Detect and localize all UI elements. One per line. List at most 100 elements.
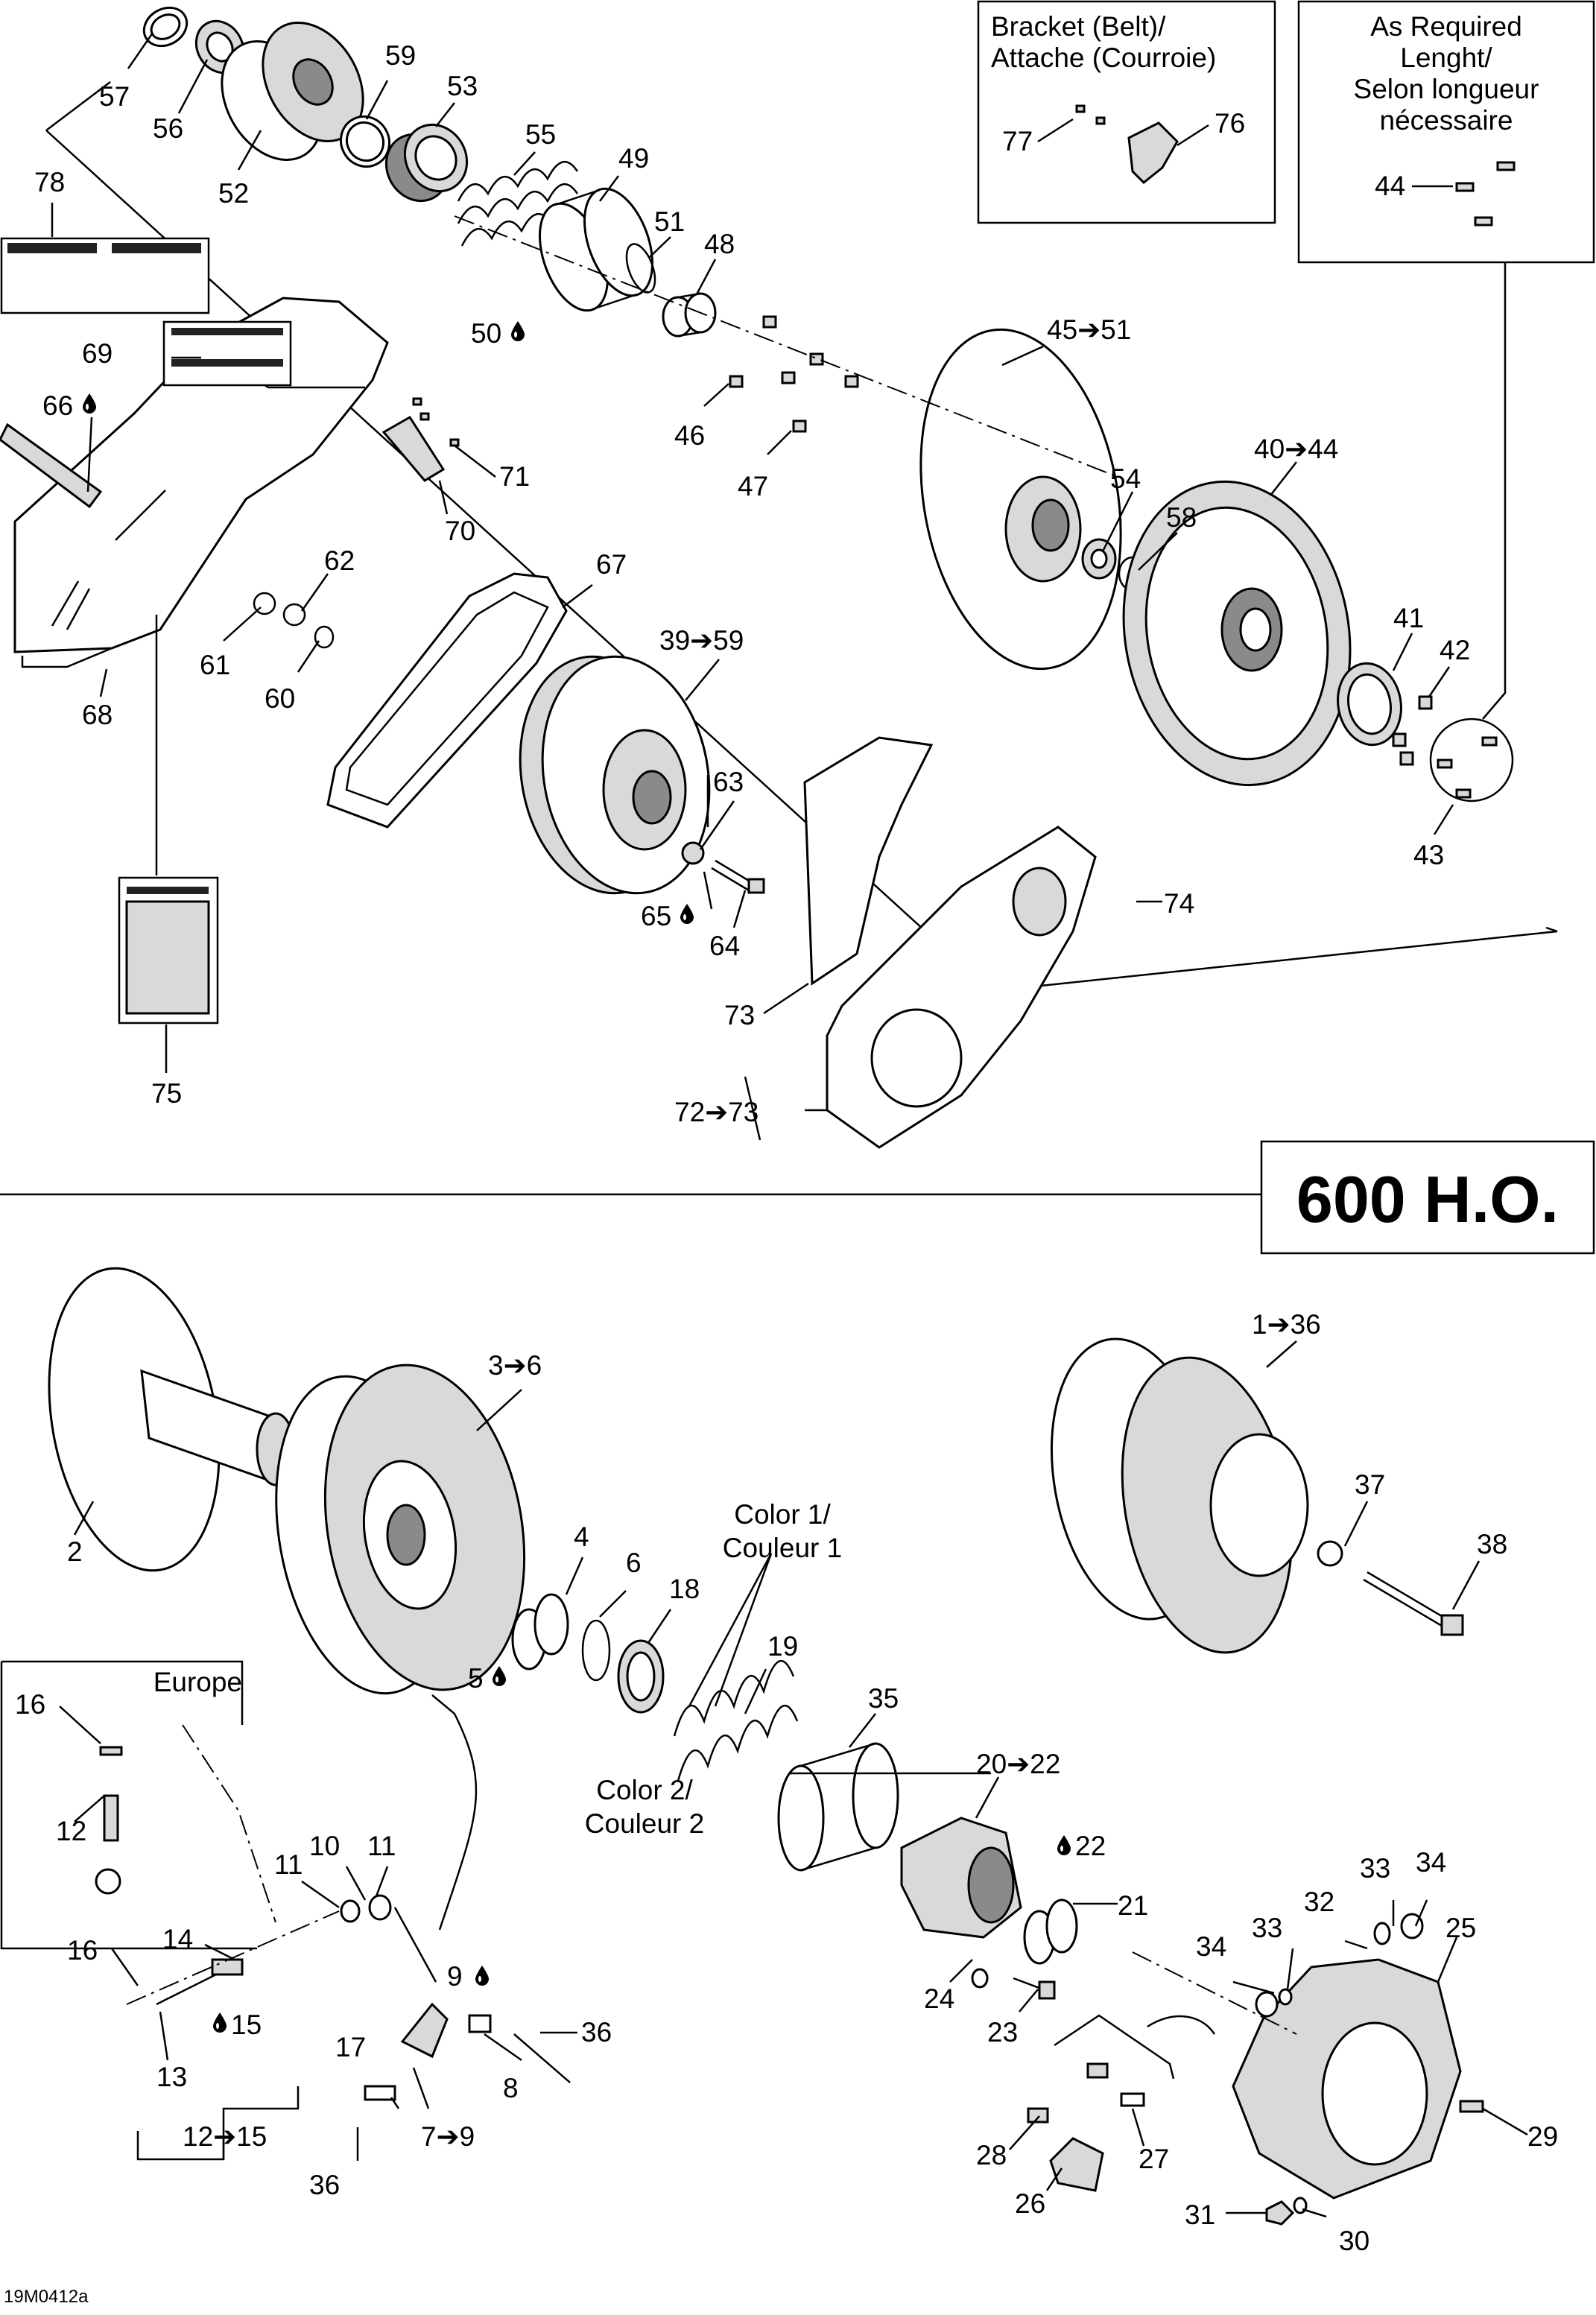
callout-41: 41 — [1393, 603, 1424, 633]
washers-60-62 — [253, 592, 335, 649]
governor-cup-25 — [1232, 1958, 1462, 2200]
callout-8: 8 — [503, 2073, 519, 2103]
leader-lines — [59, 32, 1528, 2218]
callout-77: 77 — [1002, 126, 1033, 156]
callout-75: 75 — [151, 1078, 182, 1109]
oil-drop-icon — [83, 393, 96, 414]
callout-50: 50 — [471, 318, 501, 349]
callout-52: 52 — [218, 178, 249, 209]
callout-38: 38 — [1477, 1529, 1507, 1559]
callout-73: 73 — [724, 1000, 755, 1030]
callout-60: 60 — [265, 683, 295, 714]
europe-box: Europe — [0, 1660, 257, 1950]
decal-69 — [162, 320, 292, 387]
callout-22: 22 — [1075, 1831, 1106, 1861]
as-required-box: As Required Lenght/ Selon longueur néces… — [1297, 0, 1595, 720]
color1-line-1: Color 1/ — [734, 1499, 831, 1530]
callout-61: 61 — [200, 650, 230, 680]
callout-10: 10 — [309, 1831, 340, 1861]
sleeve-35 — [777, 1742, 899, 1872]
callout-16-europe: 16 — [15, 1689, 45, 1720]
pulley-guard-72 — [803, 736, 1097, 1149]
callout-74: 74 — [1164, 888, 1194, 919]
callout-63: 63 — [713, 767, 744, 797]
screws-46-47 — [729, 315, 859, 433]
callout-17: 17 — [335, 2032, 366, 2062]
europe-box-title: Europe — [153, 1667, 242, 1697]
callout-7-9: 7➔9 — [421, 2121, 475, 2152]
callout-25: 25 — [1445, 1913, 1476, 1943]
nut-bolt-29-31 — [1265, 2100, 1484, 2226]
callout-78: 78 — [34, 167, 65, 197]
circlip-51 — [625, 243, 656, 294]
callout-69: 69 — [82, 338, 113, 369]
callout-21: 21 — [1118, 1890, 1148, 1921]
callout-70: 70 — [445, 516, 475, 546]
callout-15: 15 — [231, 2010, 262, 2040]
shaft-66 — [0, 422, 103, 509]
callout-30: 30 — [1339, 2226, 1369, 2256]
callout-13: 13 — [156, 2062, 187, 2092]
washers-32-34 — [1255, 1913, 1424, 2018]
as-required-line-3: Selon longueur — [1354, 74, 1539, 104]
fixed-sheave-45 — [919, 328, 1122, 671]
callout-32: 32 — [1304, 1887, 1334, 1917]
bushing-48 — [662, 292, 717, 338]
callout-23: 23 — [987, 2017, 1018, 2048]
washer-54 — [1081, 538, 1117, 580]
roller-parts-10-17 — [95, 1746, 392, 2006]
callout-16: 16 — [67, 1935, 98, 1966]
callout-46: 46 — [674, 420, 705, 451]
bushing-21 — [1023, 1898, 1078, 1965]
callout-64: 64 — [709, 931, 740, 961]
spring-55 — [457, 160, 579, 247]
callout-33: 33 — [1252, 1913, 1282, 1943]
callout-59: 59 — [385, 40, 416, 71]
callout-65: 65 — [641, 901, 671, 931]
small-bolts-71 — [412, 397, 460, 447]
callout-62: 62 — [324, 545, 355, 576]
callout-72-73: 72➔73 — [674, 1097, 759, 1127]
oil-drop-icon — [511, 321, 525, 341]
callout-57: 57 — [99, 81, 130, 112]
callout-36-left: 36 — [309, 2170, 340, 2200]
callout-20-22: 20➔22 — [976, 1749, 1060, 1779]
callout-55: 55 — [525, 119, 556, 150]
bracket-belt-box: Bracket (Belt)/ Attache (Courroie) 77 76 — [977, 0, 1276, 224]
cover-plate-41 — [1337, 662, 1402, 747]
callout-43: 43 — [1413, 840, 1444, 870]
model-badge: 600 H.O. — [1260, 1140, 1595, 1255]
color2-line-1: Color 2/ — [596, 1775, 693, 1805]
decal-75 — [118, 876, 219, 1025]
callout-53: 53 — [447, 71, 478, 101]
bolt-38 — [1363, 1571, 1464, 1636]
callout-76: 76 — [1215, 108, 1245, 139]
as-required-line-2: Lenght/ — [1400, 42, 1492, 73]
callout-42: 42 — [1440, 635, 1470, 665]
washer-37 — [1317, 1540, 1343, 1567]
color1-line-2: Couleur 1 — [723, 1533, 842, 1563]
as-required-line-1: As Required — [1370, 11, 1522, 42]
callout-56: 56 — [153, 113, 183, 144]
bolt-64 — [681, 841, 765, 894]
drive-belt-67 — [326, 572, 568, 829]
callout-28: 28 — [976, 2140, 1007, 2170]
callout-3-6: 3➔6 — [488, 1350, 542, 1381]
seal-18 — [617, 1639, 665, 1714]
callout-47: 47 — [738, 471, 768, 501]
oil-drop-icon — [213, 2012, 227, 2033]
callout-35: 35 — [868, 1683, 899, 1714]
callout-68: 68 — [82, 700, 113, 730]
ring-59 — [339, 115, 391, 168]
bolts-43 — [1429, 718, 1514, 802]
callout-45-51: 45➔51 — [1047, 314, 1131, 345]
callout-44: 44 — [1375, 171, 1405, 201]
callout-51: 51 — [654, 206, 685, 237]
callout-58: 58 — [1166, 502, 1197, 533]
callout-40-44: 40➔44 — [1254, 434, 1338, 464]
callout-26: 26 — [1015, 2188, 1045, 2219]
callout-31: 31 — [1185, 2200, 1215, 2230]
callout-18: 18 — [669, 1574, 700, 1604]
pulley-assembly-39 — [519, 655, 711, 895]
screw-23 — [971, 1968, 1056, 2000]
